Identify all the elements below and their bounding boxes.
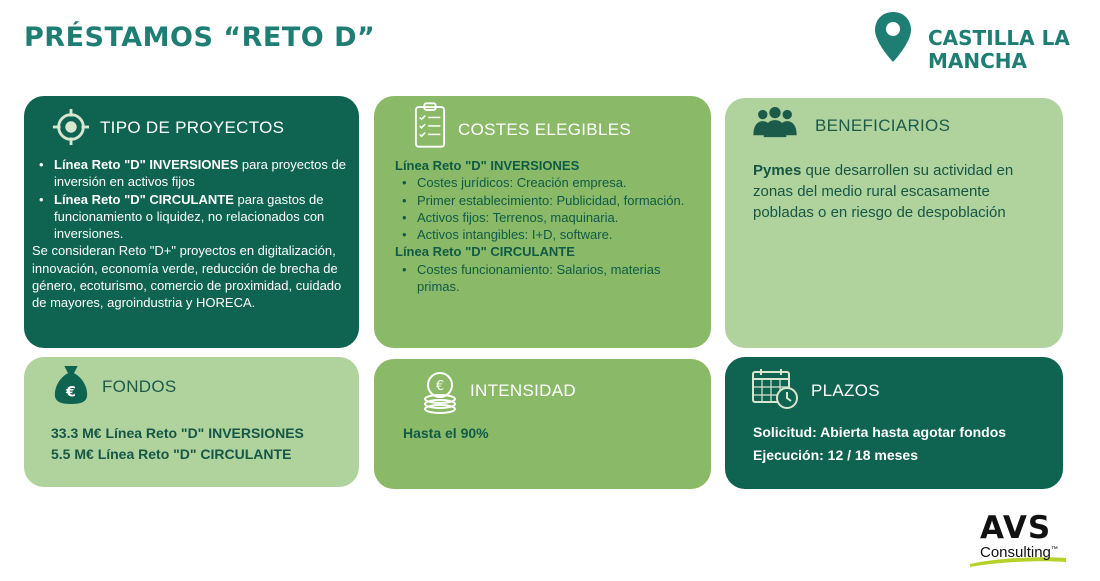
- costes-elegibles-card: COSTES ELEGIBLES Línea Reto "D" INVERSIO…: [374, 96, 711, 348]
- calendar-clock-icon: [752, 369, 798, 409]
- reto-d-plus-note: Se consideran Reto "D+" proyectos en dig…: [32, 243, 342, 311]
- tipo-proyectos-card: TIPO DE PROYECTOS Línea Reto "D" INVERSI…: [24, 96, 359, 348]
- card-body: Pymes que desarrollen su actividad en zo…: [753, 160, 1053, 223]
- card-title: PLAZOS: [811, 381, 880, 400]
- svg-text:€: €: [65, 384, 76, 400]
- plazo-line: Solicitud: Abierta hasta agotar fondos: [753, 424, 1007, 440]
- intensidad-value: Hasta el 90%: [403, 425, 489, 441]
- line-description: para gastos de funcionamiento o liquidez…: [54, 191, 325, 242]
- logo-swoosh: [970, 557, 1066, 567]
- list-item: Primer establecimiento: Publicidad, form…: [395, 192, 705, 210]
- fondo-line: 33.3 M€ Línea Reto "D" INVERSIONES: [51, 425, 304, 441]
- fondo-line: 5.5 M€ Línea Reto "D" CIRCULANTE: [51, 446, 292, 462]
- location-pin-icon: [875, 12, 911, 62]
- project-type-list: Línea Reto "D" INVERSIONES para proyecto…: [32, 156, 354, 242]
- beneficiary-description: que desarrollen su actividad en zonas de…: [753, 162, 1014, 221]
- region-line-2: MANCHA: [928, 49, 1028, 73]
- list-item: Costes jurídicos: Creación empresa.: [395, 174, 705, 192]
- fondos-card: € FONDOS 33.3 M€ Línea Reto "D" INVERSIO…: [24, 357, 359, 487]
- section-title: Línea Reto "D" CIRCULANTE: [395, 244, 575, 260]
- inversiones-costs-list: Costes jurídicos: Creación empresa. Prim…: [395, 174, 705, 243]
- plazo-line: Ejecución: 12 / 18 meses: [753, 447, 918, 463]
- line-description: para proyectos de inversión en activos f…: [54, 157, 346, 190]
- card-body: Línea Reto "D" INVERSIONES Costes jurídi…: [395, 157, 705, 295]
- plazos-card: PLAZOS Solicitud: Abierta hasta agotar f…: [725, 357, 1063, 489]
- list-item: Activos intangibles: I+D, software.: [395, 226, 705, 244]
- list-item: Línea Reto "D" INVERSIONES para proyecto…: [32, 156, 354, 191]
- checklist-clipboard-icon: [414, 102, 446, 148]
- page-title: PRÉSTAMOS “RETO D”: [24, 22, 376, 53]
- line-name: Línea Reto "D" INVERSIONES: [54, 157, 239, 172]
- card-body: Hasta el 90%: [403, 423, 703, 444]
- card-title: FONDOS: [102, 377, 177, 396]
- target-icon: [52, 108, 90, 146]
- circulante-costs-list: Costes funcionamiento: Salarios, materia…: [395, 261, 705, 296]
- region-line-1: CASTILLA LA: [928, 26, 1070, 50]
- list-item: Línea Reto "D" CIRCULANTE para gastos de…: [32, 191, 354, 243]
- card-title: COSTES ELEGIBLES: [458, 120, 631, 139]
- card-title: TIPO DE PROYECTOS: [100, 118, 285, 137]
- euro-coins-icon: €: [424, 372, 456, 414]
- card-title: INTENSIDAD: [470, 381, 576, 400]
- avs-consulting-logo: AVS Consulting™: [968, 510, 1068, 567]
- intensidad-card: € INTENSIDAD Hasta el 90%: [374, 359, 711, 489]
- card-title: BENEFICIARIOS: [815, 116, 951, 135]
- logo-sub-word: Consulting: [980, 544, 1051, 561]
- svg-text:€: €: [436, 379, 444, 394]
- section-title: Línea Reto "D" INVERSIONES: [395, 158, 580, 173]
- beneficiary-highlight: Pymes: [753, 162, 802, 179]
- list-item: Activos fijos: Terrenos, maquinaria.: [395, 209, 705, 227]
- logo-main-text: AVS: [980, 510, 1052, 546]
- logo-trademark: ™: [1050, 546, 1058, 553]
- region-label: CASTILLA LA MANCHA: [928, 27, 1088, 73]
- beneficiarios-card: BENEFICIARIOS Pymes que desarrollen su a…: [725, 98, 1063, 348]
- logo-sub-text: Consulting™: [980, 544, 1058, 561]
- card-body: 33.3 M€ Línea Reto "D" INVERSIONES 5.5 M…: [51, 423, 351, 465]
- people-group-icon: [753, 107, 797, 138]
- money-bag-euro-icon: €: [54, 365, 88, 404]
- list-item: Costes funcionamiento: Salarios, materia…: [395, 261, 705, 296]
- card-body: Línea Reto "D" INVERSIONES para proyecto…: [32, 156, 354, 312]
- line-name: Línea Reto "D" CIRCULANTE: [54, 191, 234, 207]
- card-body: Solicitud: Abierta hasta agotar fondos E…: [753, 421, 1058, 467]
